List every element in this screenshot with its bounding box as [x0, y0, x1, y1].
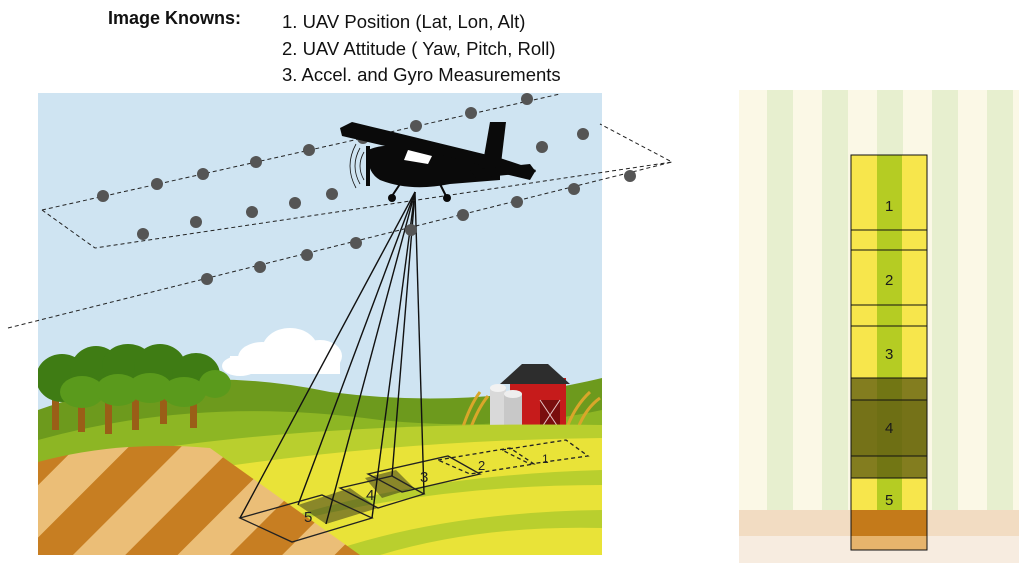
footprint-1 — [499, 439, 590, 465]
waypoint-dot — [350, 237, 362, 249]
waypoint-dot — [326, 188, 338, 200]
frame-outlines — [850, 154, 928, 551]
image-knowns-title: Image Knowns: — [108, 8, 242, 28]
strip-frame-label-2: 2 — [885, 272, 893, 289]
image-strip-panel: 1 2 3 4 5 — [739, 90, 1019, 563]
tree-line — [38, 344, 231, 434]
known-item-imu: 3. Accel. and Gyro Measurements — [282, 64, 561, 85]
footprint-label-1: 1 — [542, 452, 549, 466]
waypoint-dot — [151, 178, 163, 190]
footprint-label-4: 4 — [366, 487, 374, 504]
image-knowns-list: 1. UAV Position (Lat, Lon, Alt) 2. UAV A… — [282, 9, 561, 89]
waypoint-dot — [536, 141, 548, 153]
plowed-field — [38, 445, 360, 555]
footprint-label-5: 5 — [304, 509, 312, 526]
frame-soil-light — [851, 536, 927, 550]
uav-airplane-icon — [340, 122, 536, 202]
propeller-motion-icon — [349, 143, 365, 189]
waypoint-dot — [577, 128, 589, 140]
waypoint-dot — [457, 209, 469, 221]
waypoint-dot — [190, 216, 202, 228]
footprint-label-3: 3 — [420, 469, 428, 486]
frame-soil — [851, 510, 927, 536]
camera-rays — [239, 191, 425, 525]
footprint-label-2: 2 — [478, 458, 485, 473]
footprint-3 — [366, 455, 482, 493]
waypoint-dot — [521, 93, 533, 105]
waypoint-dot — [303, 144, 315, 156]
waypoint-dot — [410, 120, 422, 132]
yellow-stripe-3 — [380, 527, 602, 555]
waypoint-dot — [301, 249, 313, 261]
yellow-stripe-2 — [260, 485, 602, 555]
waypoint-dot — [405, 224, 417, 236]
footprint-2 — [435, 447, 536, 475]
waypoint-dot — [254, 261, 266, 273]
waypoint-dot — [624, 170, 636, 182]
strip-frame-label-1: 1 — [885, 198, 893, 215]
waypoint-dot — [250, 156, 262, 168]
strip-frame-label-5: 5 — [885, 492, 893, 509]
waypoint-dot — [246, 206, 258, 218]
waypoint-dot — [197, 168, 209, 180]
waypoint-dot — [137, 228, 149, 240]
waypoint-dot — [97, 190, 109, 202]
waypoint-dot — [289, 197, 301, 209]
yellow-stripe-1 — [200, 438, 602, 555]
strip-frame-label-4: 4 — [885, 420, 893, 437]
waypoint-dot — [568, 183, 580, 195]
known-item-attitude: 2. UAV Attitude ( Yaw, Pitch, Roll) — [282, 37, 556, 59]
strip-frame-label-3: 3 — [885, 346, 893, 363]
waypoint-dot — [201, 273, 213, 285]
known-item-position: 1. UAV Position (Lat, Lon, Alt) — [282, 11, 526, 32]
waypoint-dot — [511, 196, 523, 208]
farm-scene — [38, 93, 602, 555]
waypoint-dot — [465, 107, 477, 119]
